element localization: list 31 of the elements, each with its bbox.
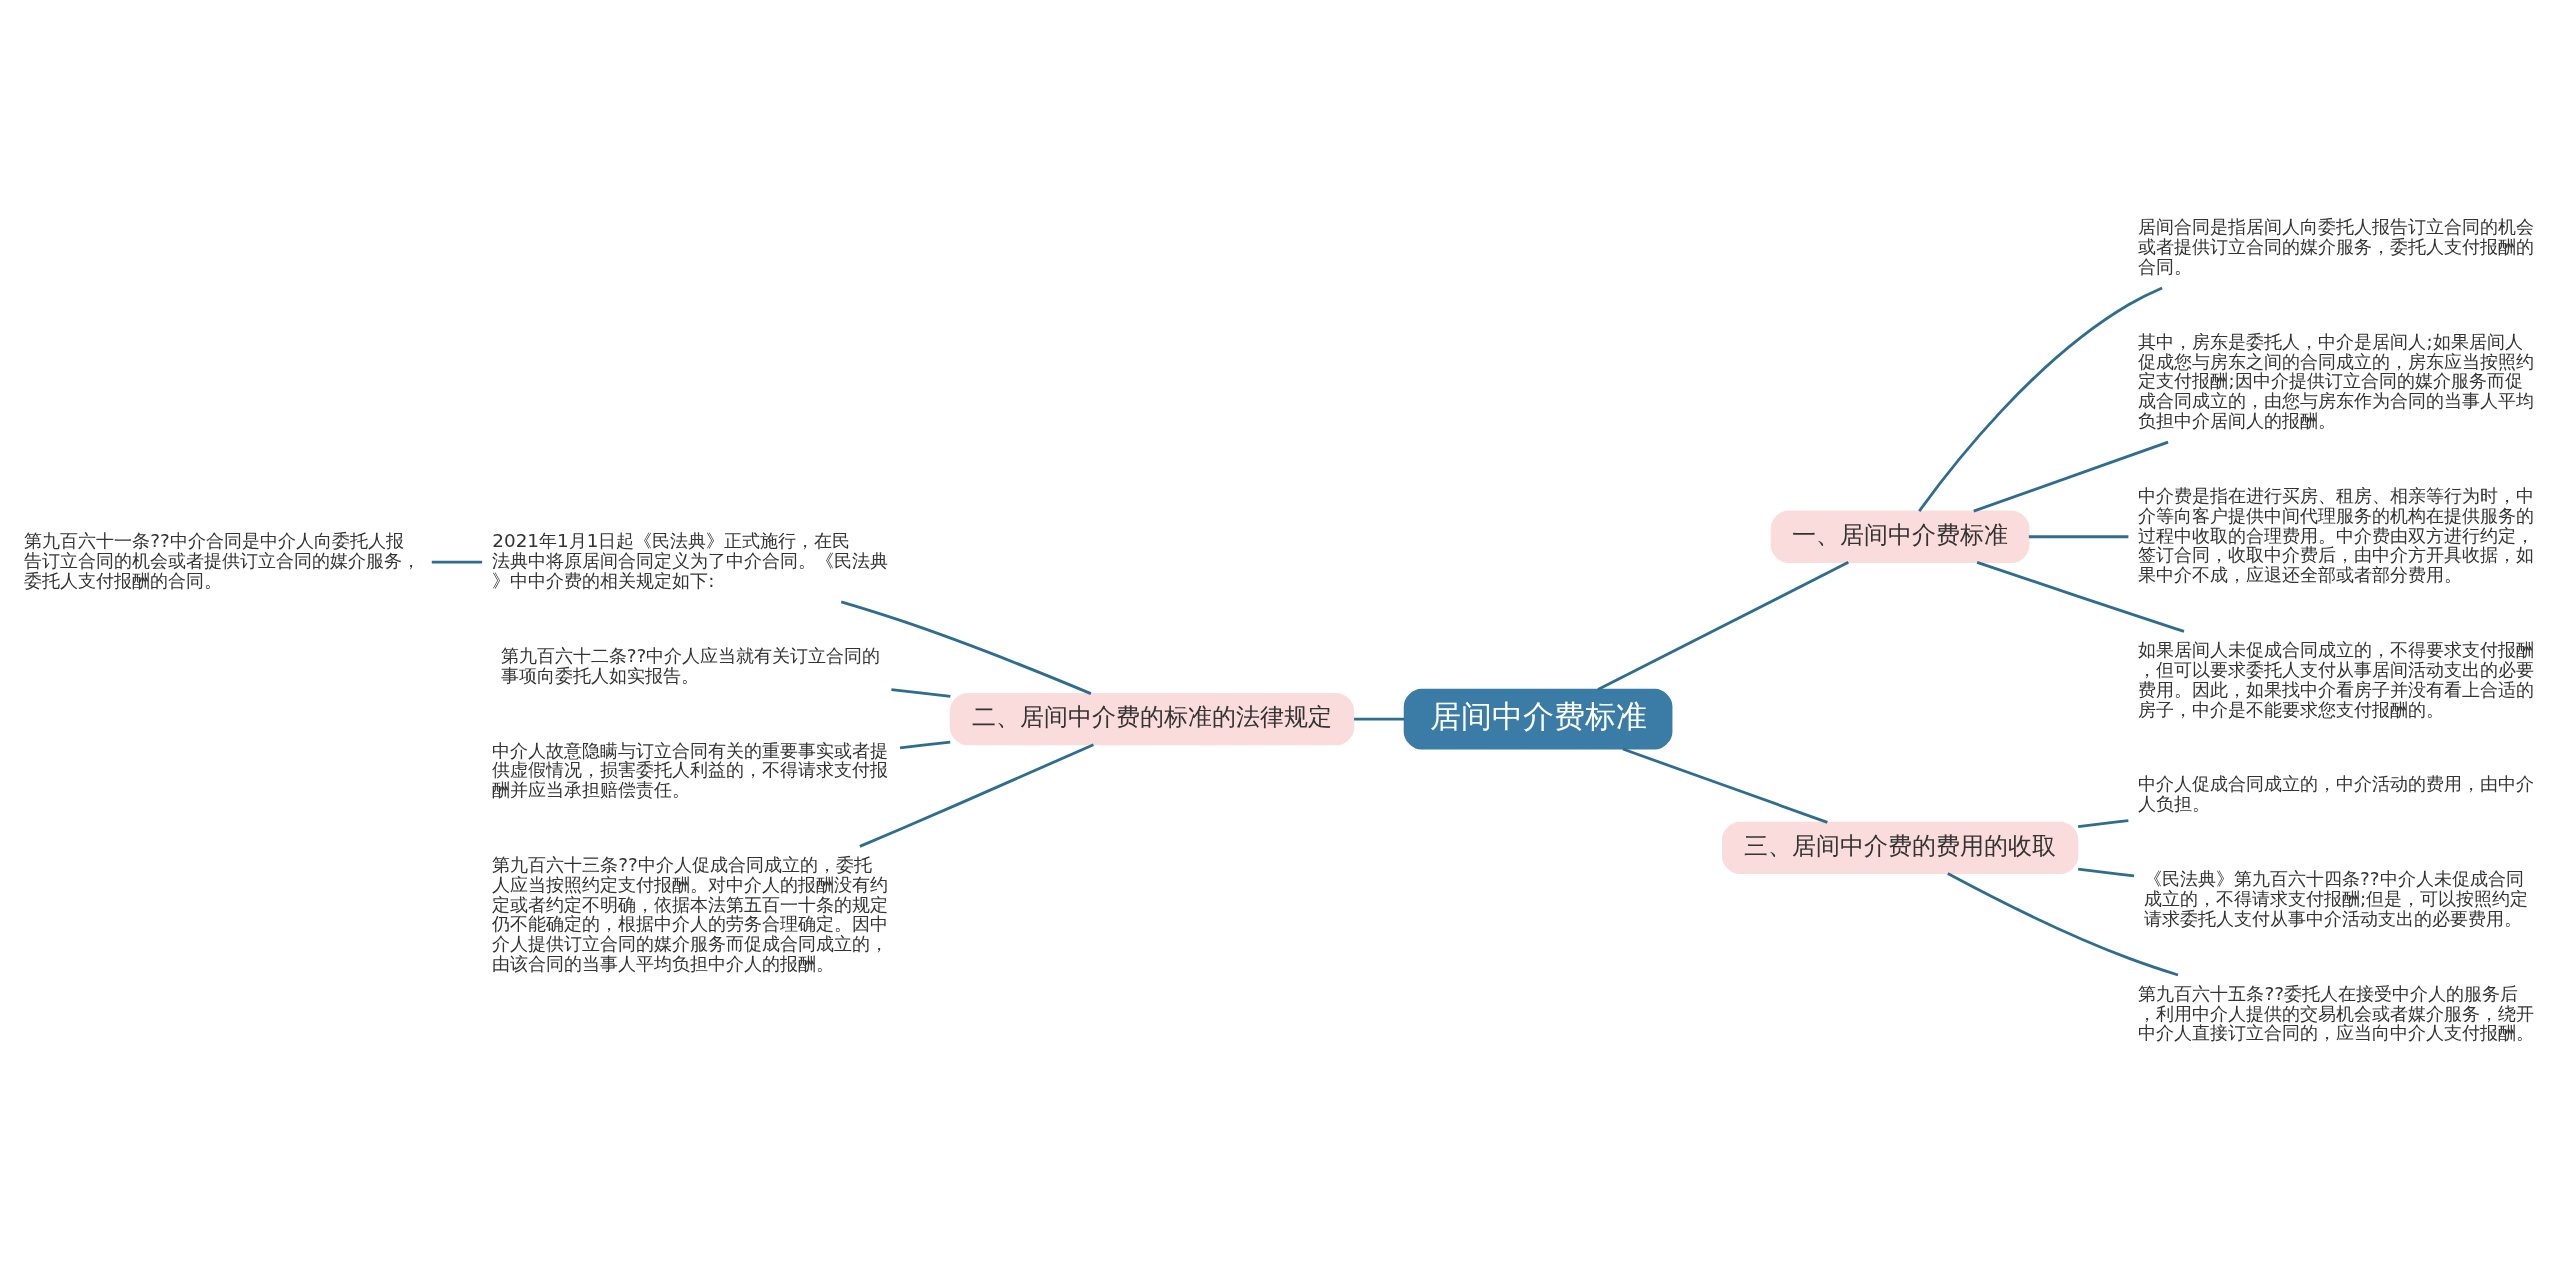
node-text: 中介人促成合同成立的，中介活动的费用，由中介人负担。: [2138, 773, 2535, 815]
node-box: 二、居间中介费的标准的法律规定: [949, 693, 1355, 746]
node-text: 第九百六十二条??中介人应当就有关订立合同的事项向委托人如实报告。: [500, 644, 881, 686]
node-text: 居间合同是指居间人向委托人报告订立合同的机会或者提供订立合同的媒介服务，委托人支付报酬的合同。: [2138, 216, 2535, 277]
connector: [2077, 867, 2135, 878]
node-text: 第九百六十五条??委托人在接受中介人的服务后，利用中介人提供的交易机会或者媒介服务，绕开中介人直接订立合同的，应当向中介人支付报酬。: [2138, 982, 2535, 1044]
node-box: 一、居间中介费标准: [1770, 510, 2030, 563]
node-box: 三、居间中介费的费用的收取: [1721, 821, 2079, 875]
connector: [859, 743, 1094, 848]
connector: [2077, 819, 2129, 828]
node-text: 2021年1月1日起《民法典》正式施行，在民法典中将原居间合同定义为了中介合同。《民法典》中中介费的相关规定如下:: [492, 530, 889, 591]
connector: [899, 740, 951, 750]
node-text: 中介人故意隐瞒与订立合同有关的重要事实或者提供虚假情况，损害委托人利益的，不得请求支付报酬并应当承担赔偿责任。: [492, 739, 889, 801]
connector: [891, 688, 951, 698]
connector: [840, 600, 1092, 695]
node-text: 第九百六十三条??中介人促成合同成立的，委托人应当按照约定支付报酬。对中介人的报酬没有约定或者约定不明确，依据本法第五百一十条的规定仍不能确定的，根据中介人的劳务合理确定。因中介人提供订立合同的媒介服务而促成合同成立的，由该合同的当事人平均负担中介人的报酬。: [492, 854, 889, 975]
node-text: 中介费是指在进行买房、租房、相亲等行为时，中介等向客户提供中间代理服务的机构在提供服务的过程中收取的合理费用。中介费由双方进行约定，签订合同，收取中介费后，由中介方开具收据，如果中介不成，应退还全部或者部分费用。: [2138, 484, 2535, 586]
connector: [1354, 717, 1405, 721]
connector: [1622, 747, 1828, 824]
node-text: 《民法典》第九百六十四条??中介人未促成合同成立的，不得请求支付报酬;但是，可以按照约定请求委托人支付从事中介活动支出的必要费用。: [2144, 868, 2529, 929]
connector: [1976, 561, 2185, 633]
connector: [1597, 561, 1849, 691]
node-text: 其中，房东是委托人，中介是居间人;如果居间人促成您与房东之间的合同成立的，房东应当按照约定支付报酬;因中介提供订立合同的媒介服务而促成合同成立的，由您与房东作为合同的当事人平均负担中介居间人的报酬。: [2138, 330, 2535, 432]
node-text: 如果居间人未促成合同成立的，不得要求支付报酬，但可以要求委托人支付从事居间活动支出的必要费用。因此，如果找中介看房子并没有看上合适的房子，中介是不能要求您支付报酬的。: [2138, 639, 2535, 720]
connector: [1947, 872, 2179, 977]
node-box: 居间中介费标准: [1403, 688, 1673, 750]
connector: [1973, 440, 2169, 513]
node-text: 第九百六十一条??中介合同是中介人向委托人报告订立合同的机会或者提供订立合同的媒介服务，委托人支付报酬的合同。: [24, 530, 421, 591]
connector: [2028, 535, 2129, 539]
connector: [431, 560, 483, 564]
connector: [1918, 286, 2163, 512]
